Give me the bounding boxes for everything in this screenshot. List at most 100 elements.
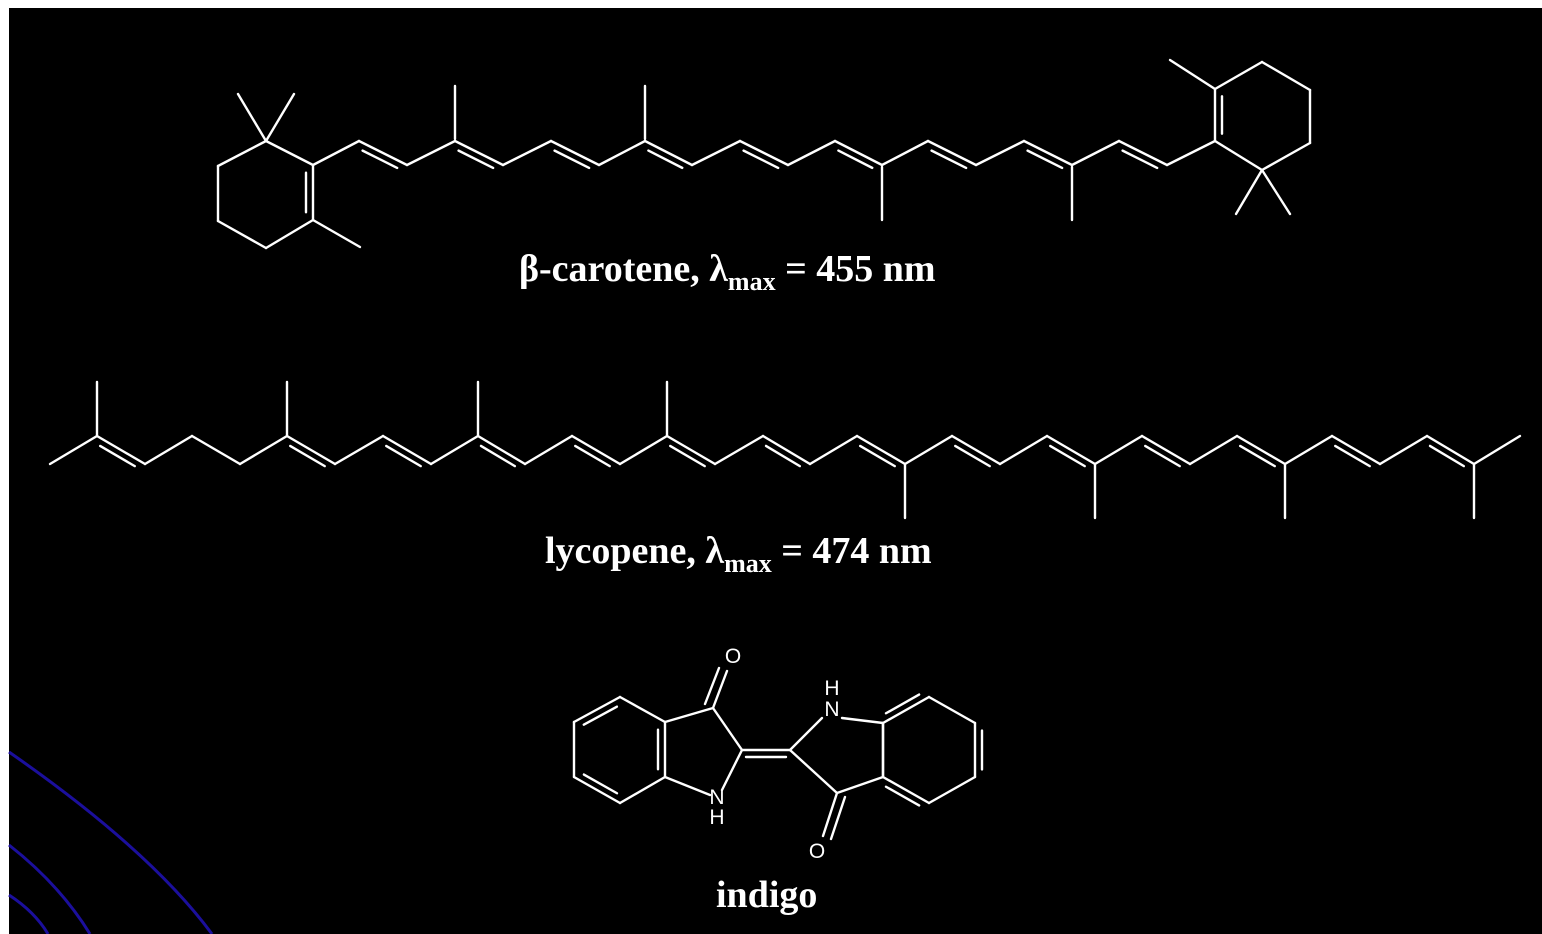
- beta-carotene-lambda-max: = 455 nm: [775, 248, 936, 290]
- bond-line: [1283, 434, 1334, 466]
- ring-bond: [788, 748, 839, 795]
- indigo-name: indigo: [716, 874, 818, 916]
- methyl-bond: [1168, 58, 1217, 91]
- ring-bond: [927, 695, 977, 725]
- bond-line: [1378, 434, 1429, 466]
- bond-line: [1165, 139, 1217, 167]
- bond-line: [523, 434, 574, 466]
- double-bond-line: [930, 149, 968, 170]
- double-bond-line: [1121, 149, 1159, 170]
- ring-bond: [881, 775, 931, 805]
- ring-bond: [881, 695, 931, 725]
- bond-line: [880, 139, 930, 167]
- double-bond-line: [582, 773, 619, 795]
- beta-carotene-caption: β-carotene, λmax = 455 nm: [519, 248, 936, 295]
- double-bond-line: [1048, 444, 1086, 468]
- ring-bond: [572, 775, 622, 805]
- double-bond-line: [742, 149, 780, 170]
- bond-line: [311, 139, 361, 167]
- double-bond-line: [837, 149, 874, 170]
- bond-line: [597, 139, 647, 167]
- bond-line: [808, 434, 859, 466]
- double-bond-line: [1333, 444, 1371, 468]
- double-bond-line: [457, 149, 495, 170]
- ring-bond: [1260, 60, 1312, 92]
- double-bond-line: [858, 444, 896, 468]
- carbonyl-bond: [829, 795, 847, 841]
- indigo-oxygen-top: O: [725, 645, 741, 668]
- bond-line: [618, 434, 669, 466]
- lycopene-lambda-max: = 474 nm: [771, 530, 932, 572]
- indigo-caption: indigo: [716, 876, 817, 914]
- double-bond-line: [573, 444, 611, 468]
- beta-carotene-structure: [216, 58, 1312, 250]
- bond-line: [1330, 434, 1382, 466]
- carbonyl-bond: [711, 669, 729, 710]
- ring-bond: [1260, 141, 1312, 172]
- bond-line: [974, 139, 1026, 167]
- bond-line: [833, 139, 884, 167]
- ring-bond: [618, 775, 667, 805]
- decorative-arc: [8, 843, 92, 934]
- bond-line: [713, 434, 765, 466]
- double-bond-line: [98, 444, 136, 468]
- slide-background: [9, 8, 1542, 934]
- lycopene-caption: lycopene, λmax = 474 nm: [545, 530, 932, 577]
- ring-bond: [264, 139, 315, 167]
- ring-bond: [835, 775, 885, 795]
- bond-line: [429, 434, 480, 466]
- ring-bond: [663, 706, 715, 724]
- double-bond-line: [479, 444, 517, 468]
- indigo-oxygen-bottom: O: [809, 840, 825, 863]
- decorative-arc: [8, 750, 214, 934]
- methyl-bond: [1260, 168, 1292, 216]
- methyl-bond: [236, 92, 268, 143]
- ring-bond: [618, 695, 667, 724]
- bond-line: [190, 434, 242, 466]
- double-bond-line: [1238, 444, 1276, 468]
- carbonyl-bond: [821, 791, 839, 838]
- bond-line: [549, 139, 601, 167]
- ring-bond: [720, 748, 744, 792]
- double-bond-line: [764, 444, 802, 468]
- bond-line: [238, 434, 289, 466]
- bond-line: [357, 139, 409, 167]
- bond-line: [950, 434, 1002, 466]
- bond-line: [143, 434, 194, 466]
- bond-line: [285, 434, 337, 466]
- bond-line: [1045, 434, 1097, 466]
- bond-line: [570, 434, 622, 466]
- double-bond-line: [884, 785, 921, 807]
- double-bond-line: [1428, 444, 1466, 468]
- bond-line: [1093, 434, 1144, 466]
- indigo-nitrogen-bottom: N: [709, 786, 724, 809]
- double-bond-line: [647, 149, 684, 170]
- decorative-arcs: [8, 750, 214, 934]
- double-bond-line: [1026, 149, 1064, 170]
- bond-line: [738, 139, 790, 167]
- double-bond-line: [361, 149, 399, 170]
- decorative-arc: [8, 893, 50, 934]
- methyl-bond: [264, 92, 296, 143]
- bond-line: [453, 139, 505, 167]
- bond-line: [381, 434, 433, 466]
- lycopene-subscript: max: [724, 549, 772, 578]
- bond-line: [1070, 139, 1121, 167]
- beta-carotene-subscript: max: [727, 267, 776, 296]
- ring-bond: [1213, 139, 1264, 172]
- double-bond-line: [288, 444, 326, 468]
- lycopene-structure: [48, 380, 1522, 520]
- bond-line: [48, 434, 99, 466]
- ring-bond: [711, 706, 744, 752]
- ring-bond: [216, 139, 268, 168]
- bond-line: [690, 139, 742, 167]
- bond-line: [1188, 434, 1239, 466]
- ring-bond: [840, 716, 885, 725]
- ring-bond: [927, 775, 977, 805]
- ring-bond: [572, 695, 622, 724]
- bond-line: [333, 434, 385, 466]
- bond-line: [1140, 434, 1192, 466]
- bond-line: [476, 434, 527, 466]
- double-bond-line: [884, 693, 921, 715]
- indigo-structure: [572, 666, 984, 841]
